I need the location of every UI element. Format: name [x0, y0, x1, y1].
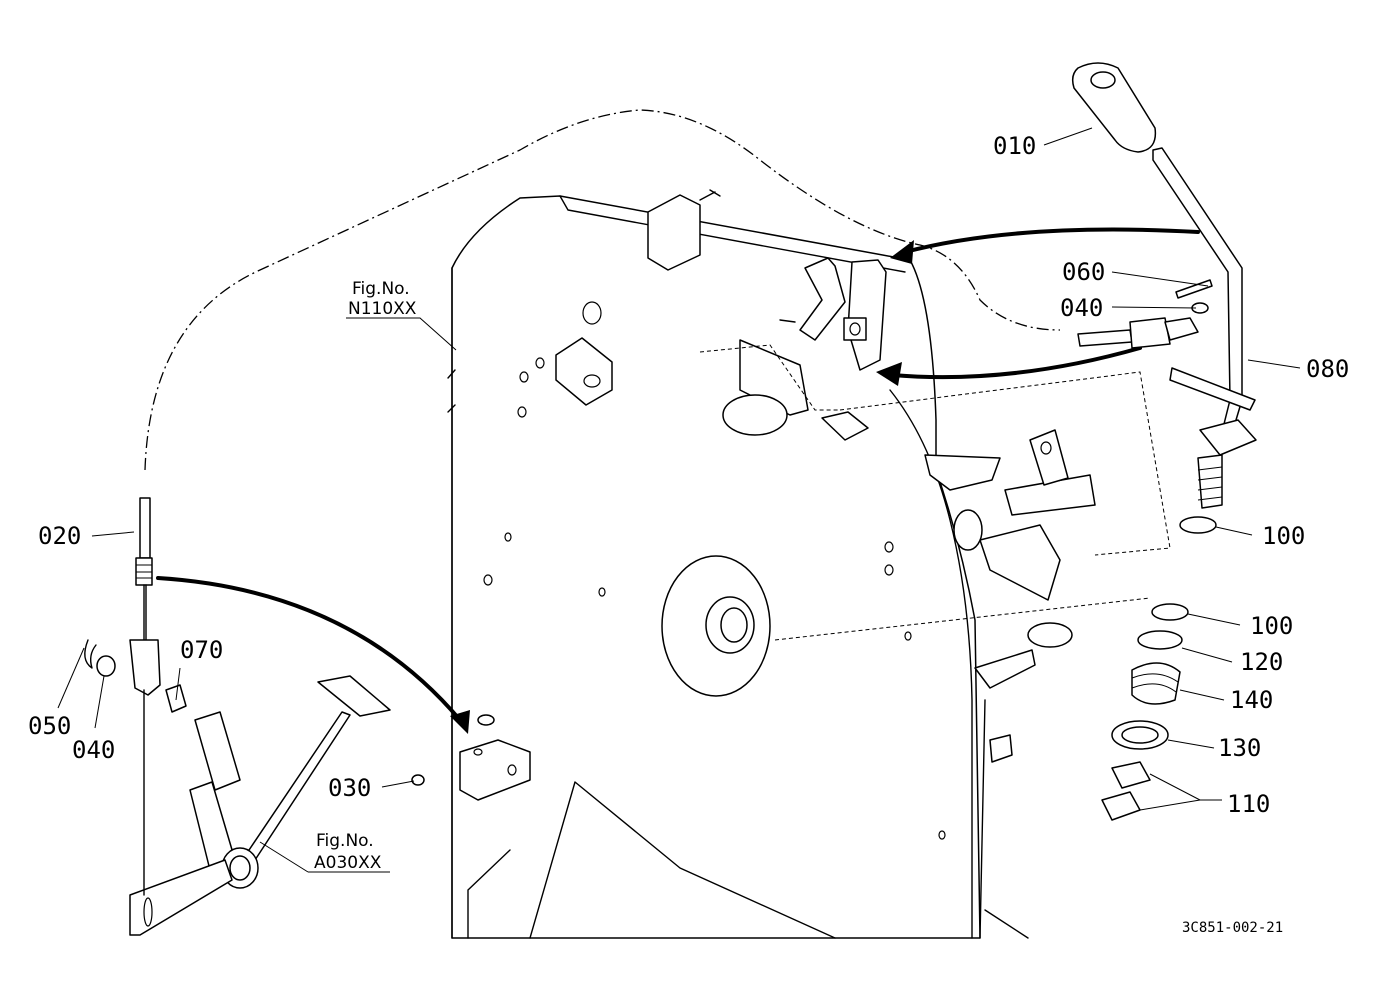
part-label-040-upper: 040: [1060, 294, 1103, 322]
part-labels: 010 020 030 040 040 050 060 070 080 100 …: [28, 132, 1349, 818]
part-label-010: 010: [993, 132, 1036, 160]
part-label-140: 140: [1230, 686, 1273, 714]
fig-ref-code: A030XX: [314, 853, 382, 873]
side-panel: [447, 195, 1029, 939]
right-brackets: [924, 429, 1096, 763]
pedal-assembly: [129, 675, 391, 936]
top-brackets: [647, 189, 887, 441]
assembly-arrows: [156, 227, 1200, 734]
fig-ref-code: N110XX: [348, 299, 417, 319]
part-label-130: 130: [1218, 734, 1261, 762]
assembly-boundary-outline: [144, 109, 1061, 471]
cable-bracket: [411, 739, 531, 801]
shift-lever-assembly: [1071, 62, 1257, 534]
figure-reference-a030: Fig.No. A030XX: [314, 831, 382, 873]
part-label-100-lower: 100: [1250, 612, 1293, 640]
part-label-040-lower: 040: [72, 736, 115, 764]
cable-and-clevis: [84, 497, 495, 726]
diagram-id: 3C851-002-21: [1182, 920, 1283, 936]
figure-reference-n110: Fig.No. N110XX: [348, 279, 417, 319]
spring-stack: [1101, 603, 1189, 821]
part-label-020: 020: [38, 522, 81, 550]
part-label-050: 050: [28, 712, 71, 740]
part-label-030: 030: [328, 774, 371, 802]
fig-ref-caption: Fig.No.: [316, 831, 374, 851]
fig-ref-caption: Fig.No.: [352, 279, 410, 299]
part-label-070: 070: [180, 636, 223, 664]
part-label-060: 060: [1062, 258, 1105, 286]
leader-lines: [57, 127, 1301, 873]
part-label-110: 110: [1227, 790, 1270, 818]
part-label-120: 120: [1240, 648, 1283, 676]
part-label-080: 080: [1306, 355, 1349, 383]
subassembly-boundary-outline: [699, 344, 1171, 641]
part-label-100-upper: 100: [1262, 522, 1305, 550]
